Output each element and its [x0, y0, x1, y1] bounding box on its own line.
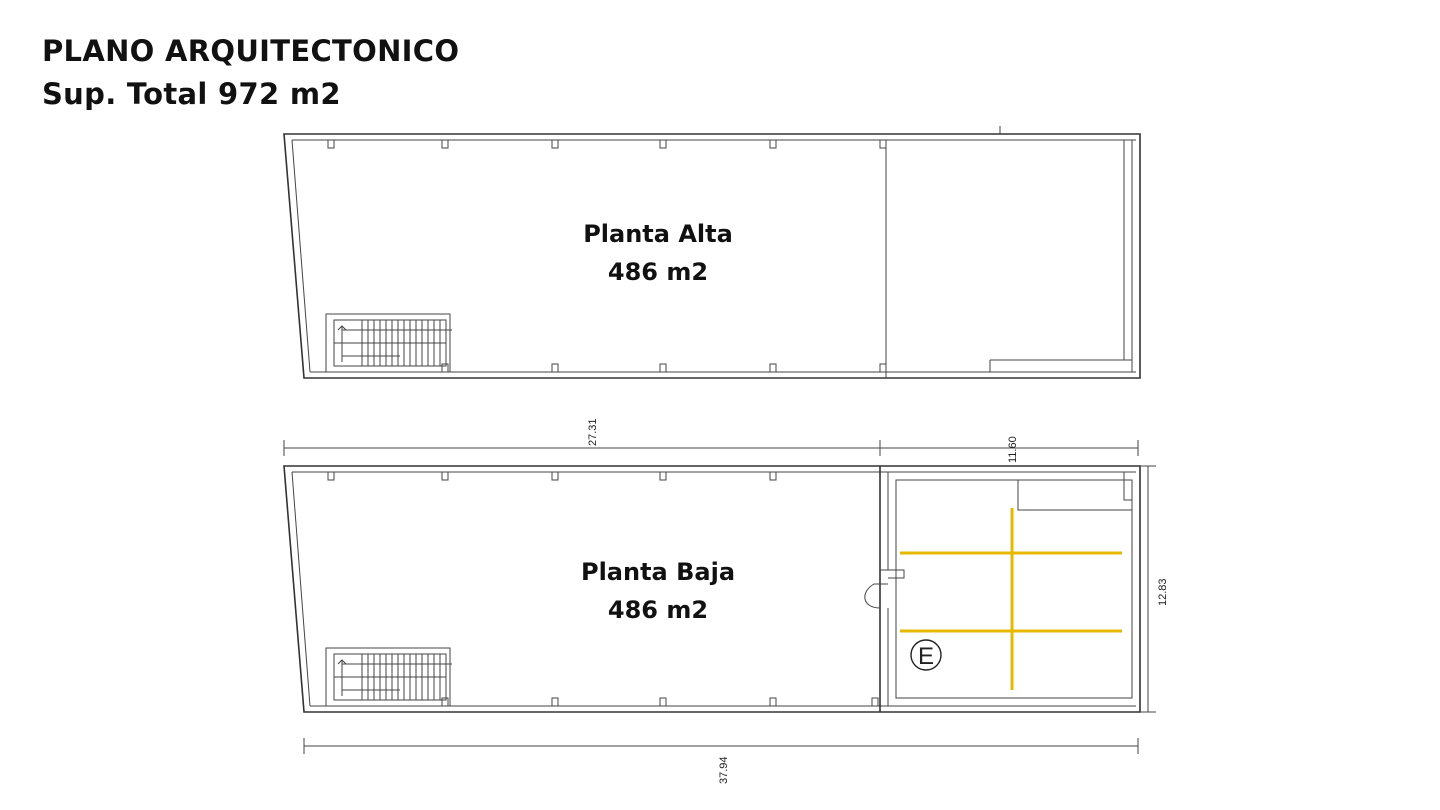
planta-alta-area: 486 m2 — [608, 258, 708, 286]
planta-alta-plan — [283, 126, 1141, 379]
columns-bottom — [441, 363, 887, 372]
dimension-depth: 12.83 — [1157, 578, 1169, 606]
planta-baja-plan — [283, 465, 1141, 713]
elevator-mark: E — [918, 643, 934, 670]
columns-top-lower — [327, 472, 777, 481]
planta-baja-area: 486 m2 — [608, 596, 708, 624]
planta-alta-name: Planta Alta — [583, 220, 733, 248]
dimension-top — [283, 440, 1139, 456]
columns-bottom-lower — [441, 697, 879, 706]
staircase-upper — [325, 313, 452, 373]
dimension-bottom — [303, 738, 1139, 754]
parking-lines — [900, 508, 1122, 690]
door-symbol — [864, 569, 905, 609]
plan-title: PLANO ARQUITECTONICO — [42, 34, 460, 68]
dimension-front-right: 11.60 — [1007, 436, 1019, 463]
columns-top — [327, 140, 887, 149]
total-area: Sup. Total 972 m2 — [42, 77, 341, 111]
elevator-symbol — [910, 639, 942, 671]
dimension-right — [1140, 465, 1156, 713]
dimension-front-left: 27.31 — [587, 418, 599, 446]
staircase-lower — [325, 647, 452, 707]
planta-baja-name: Planta Baja — [581, 558, 735, 586]
dimension-total-width: 37.94 — [718, 756, 730, 784]
heading: PLANO ARQUITECTONICO Sup. Total 972 m2 — [42, 30, 459, 116]
